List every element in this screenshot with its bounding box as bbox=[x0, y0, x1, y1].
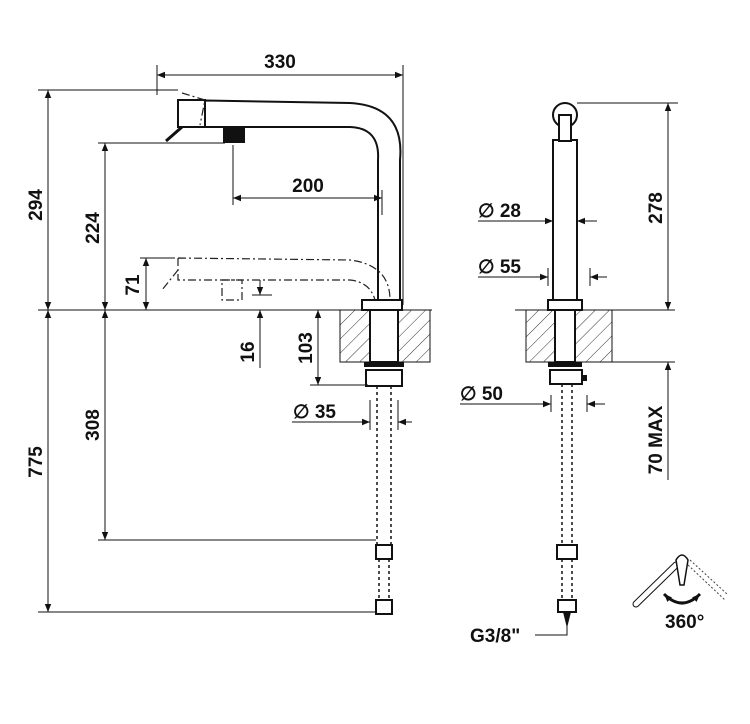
dim-70-max: 70 MAX bbox=[646, 405, 667, 474]
body bbox=[552, 139, 578, 301]
dim-224: 224 bbox=[83, 212, 104, 244]
hose-fitting bbox=[375, 544, 393, 560]
hose-end bbox=[375, 599, 393, 615]
side-view: 330 294 224 71 200 16 103 308 775 ∅ 35 bbox=[26, 52, 432, 615]
nut bbox=[365, 369, 403, 387]
dim-278: 278 bbox=[646, 192, 667, 224]
handle-body bbox=[177, 99, 206, 128]
dim-103: 103 bbox=[296, 332, 317, 364]
dim-71: 71 bbox=[123, 274, 144, 296]
base-ring bbox=[361, 299, 403, 311]
washer bbox=[364, 362, 404, 367]
dim-diameter-28: ∅ 28 bbox=[478, 201, 521, 222]
dim-200: 200 bbox=[292, 176, 324, 197]
dim-16: 16 bbox=[238, 341, 259, 362]
dim-diameter-35: ∅ 35 bbox=[293, 402, 336, 423]
hose-fitting bbox=[556, 544, 578, 560]
lever bbox=[165, 125, 183, 143]
nut bbox=[549, 369, 583, 385]
dim-294: 294 bbox=[26, 189, 47, 221]
dim-308: 308 bbox=[83, 409, 104, 441]
spout bbox=[177, 99, 402, 301]
dim-330: 330 bbox=[264, 52, 296, 73]
dim-diameter-55: ∅ 55 bbox=[478, 257, 521, 278]
base-ring bbox=[547, 299, 583, 311]
rotation-label: 360° bbox=[665, 612, 704, 633]
handle bbox=[558, 114, 572, 142]
stem bbox=[369, 309, 399, 363]
lowered-aerator-ghost bbox=[221, 279, 243, 301]
connection-label: G3/8" bbox=[470, 626, 520, 647]
front-view: 278 70 MAX ∅ 28 ∅ 55 ∅ 50 G3/8" bbox=[460, 102, 678, 647]
rotation-360-icon: 360° bbox=[632, 554, 728, 633]
hose-end bbox=[557, 599, 577, 613]
lowered-spout-ghost bbox=[161, 257, 391, 301]
stem bbox=[554, 309, 576, 363]
dim-775: 775 bbox=[26, 446, 47, 478]
aerator bbox=[223, 127, 245, 143]
dim-diameter-50: ∅ 50 bbox=[460, 384, 503, 405]
